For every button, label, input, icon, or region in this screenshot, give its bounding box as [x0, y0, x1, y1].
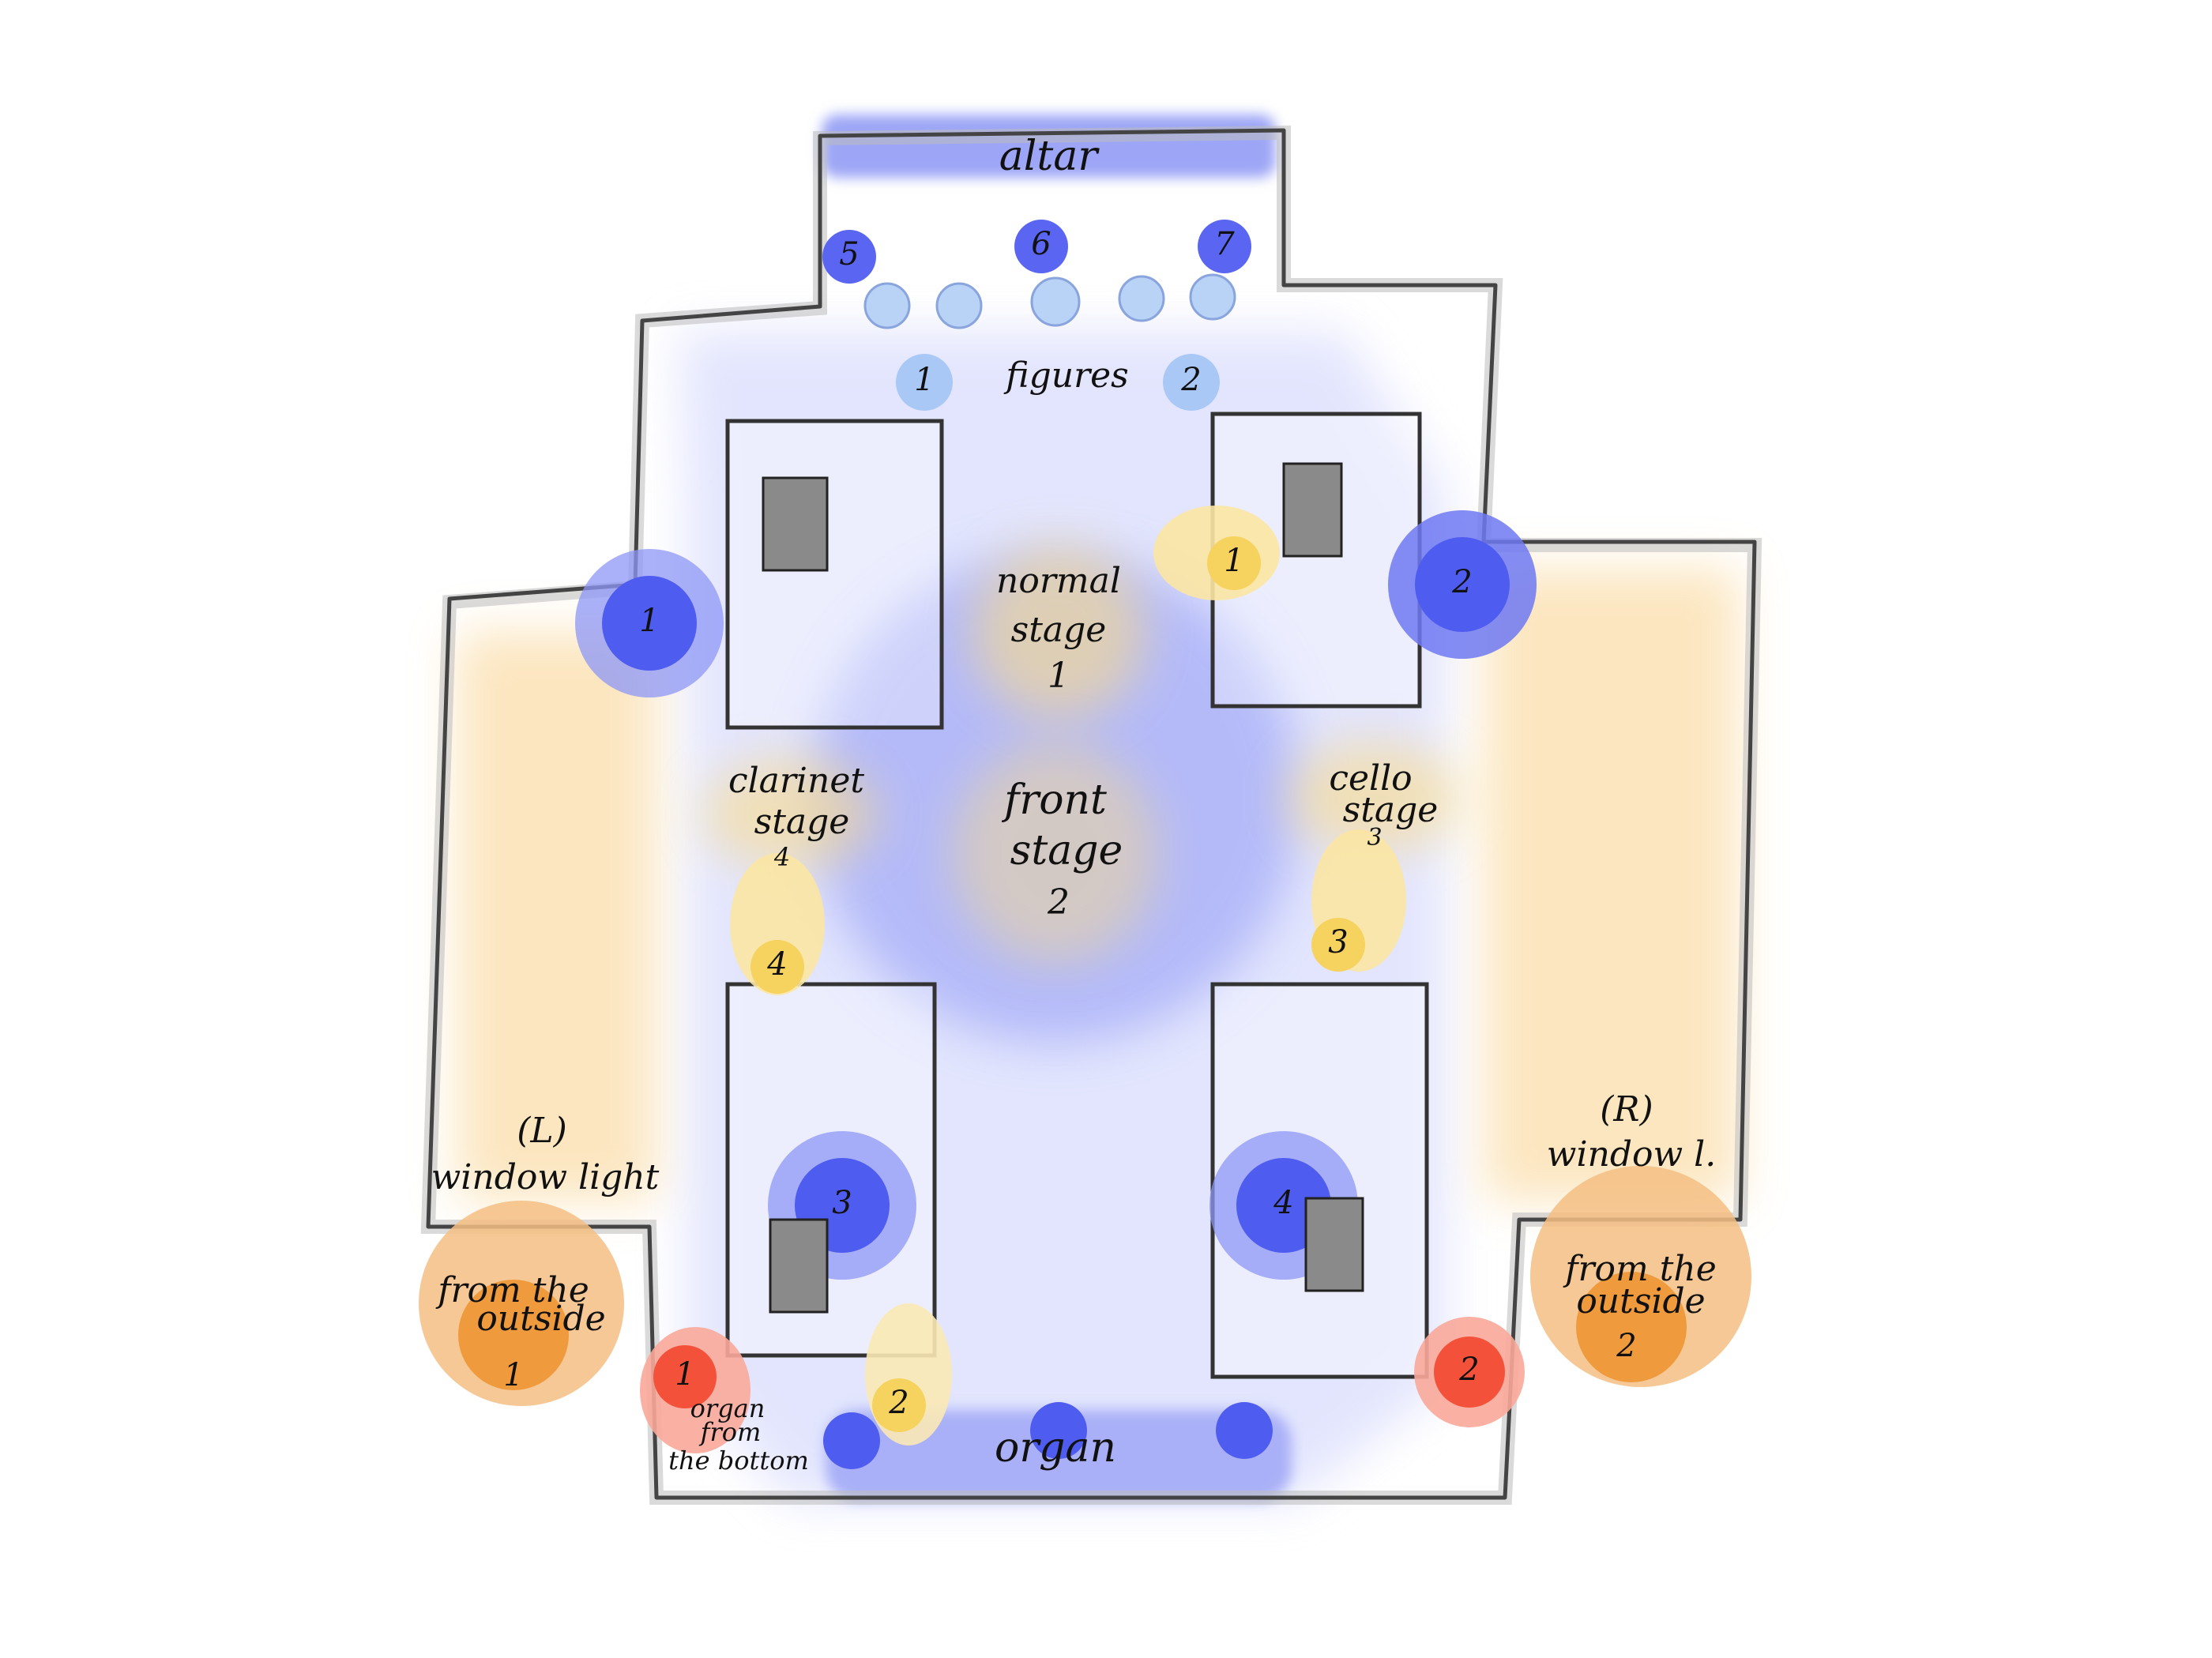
light-number: 3: [1328, 924, 1348, 961]
normal-stage-label: normal: [996, 561, 1121, 601]
light-number: 4: [1273, 1185, 1293, 1221]
cello-stage-label: stage: [1343, 790, 1439, 830]
right-window-label: window l.: [1547, 1134, 1716, 1175]
front-stage-label: front: [1001, 776, 1107, 824]
normal-stage-number: 1: [1048, 656, 1070, 696]
outside-right-label: from the: [1563, 1249, 1717, 1289]
labels: altar figures organ normal stage 1 front…: [431, 133, 1717, 1476]
object-bottom-left: [769, 1218, 829, 1314]
blue-light-2[interactable]: 2: [1388, 510, 1537, 659]
light-number: 3: [832, 1185, 852, 1221]
light-number: 1: [503, 1357, 523, 1393]
organ-light-center[interactable]: [1030, 1402, 1087, 1459]
front-stage-number: 2: [1047, 882, 1070, 923]
light-number: 1: [914, 362, 934, 398]
light-number: 2: [1616, 1328, 1636, 1364]
normal-stage-yellow-wash: [972, 545, 1146, 719]
cello-stage-number: 3: [1367, 824, 1382, 852]
clarinet-stage-label: clarinet: [728, 761, 864, 801]
clarinet-stage-number: 4: [773, 842, 790, 872]
light-number: 6: [1031, 226, 1051, 262]
object-top-right: [1282, 462, 1343, 558]
figures-light-1[interactable]: 1: [896, 354, 953, 411]
organ-light-right[interactable]: [1216, 1402, 1273, 1459]
outside-right-label: outside: [1576, 1281, 1705, 1322]
right-window-light-wash: [1485, 569, 1738, 1201]
cello-stage-yellow-wash: [1288, 743, 1462, 853]
left-window-light-wash: [458, 632, 656, 1201]
altar-label: altar: [999, 133, 1100, 180]
yellow-light-4[interactable]: 4: [730, 853, 825, 995]
front-stage-yellow-wash: [953, 743, 1158, 964]
figures-light-2[interactable]: 2: [1163, 354, 1220, 411]
yellow-light-1[interactable]: 1: [1153, 506, 1280, 600]
platform-top-left: [725, 419, 944, 730]
light-number: 1: [639, 603, 659, 639]
red-light-2[interactable]: 2: [1414, 1317, 1525, 1427]
figure-lamps: [863, 273, 1236, 329]
blue-light-6[interactable]: 6: [1014, 220, 1068, 273]
figure-lamp-icon: [863, 282, 911, 329]
light-number: 5: [839, 236, 859, 273]
figure-lamp-icon: [935, 282, 983, 329]
light-number: 1: [1224, 543, 1243, 579]
orange-light-2[interactable]: 2: [1530, 1166, 1751, 1387]
left-window-side: (L): [517, 1111, 567, 1151]
light-fixtures: 1 2 3 4 5 6 7 1 2 1 2 3 4 1 2 1 2: [419, 220, 1751, 1469]
clarinet-stage-yellow-wash: [703, 758, 877, 869]
church-outline: [420, 125, 1762, 1505]
light-number: 4: [766, 946, 787, 983]
figure-lamp-icon: [1118, 275, 1165, 322]
yellow-light-2[interactable]: 2: [865, 1303, 952, 1446]
orange-light-1[interactable]: 1: [419, 1201, 624, 1406]
organ-label: organ: [995, 1424, 1116, 1472]
figure-lamp-icon: [1030, 276, 1081, 327]
left-window-label: window light: [431, 1157, 660, 1197]
blue-light-7[interactable]: 7: [1198, 220, 1251, 273]
figure-lamp-icon: [1189, 273, 1236, 321]
right-window-side: (R): [1600, 1089, 1653, 1130]
light-number: 2: [1180, 362, 1201, 398]
organ-light-left[interactable]: [823, 1412, 880, 1469]
object-top-left: [762, 476, 829, 572]
cello-stage-label: cello: [1329, 758, 1412, 799]
figures-label: figures: [1003, 355, 1129, 396]
clarinet-stage-label: stage: [754, 802, 850, 842]
light-number: 2: [1451, 564, 1472, 600]
normal-stage-label: stage: [1011, 610, 1107, 650]
light-number: 1: [675, 1356, 694, 1393]
blue-light-5[interactable]: 5: [822, 230, 876, 284]
object-bottom-right: [1304, 1197, 1364, 1292]
front-stage-label: stage: [1010, 827, 1123, 874]
red-light-1[interactable]: 1: [640, 1327, 750, 1453]
blue-light-1[interactable]: 1: [575, 549, 724, 697]
organ-bottom-label: organ: [690, 1393, 766, 1423]
organ-bottom-label: the bottom: [668, 1446, 809, 1476]
organ-bottom-label: from: [699, 1417, 762, 1447]
outside-left-label: outside: [476, 1299, 605, 1339]
outside-left-label: from the: [435, 1270, 589, 1310]
light-number: 7: [1214, 226, 1235, 262]
light-number: 2: [1458, 1352, 1479, 1388]
light-number: 2: [888, 1385, 908, 1421]
yellow-light-3[interactable]: 3: [1311, 829, 1406, 972]
